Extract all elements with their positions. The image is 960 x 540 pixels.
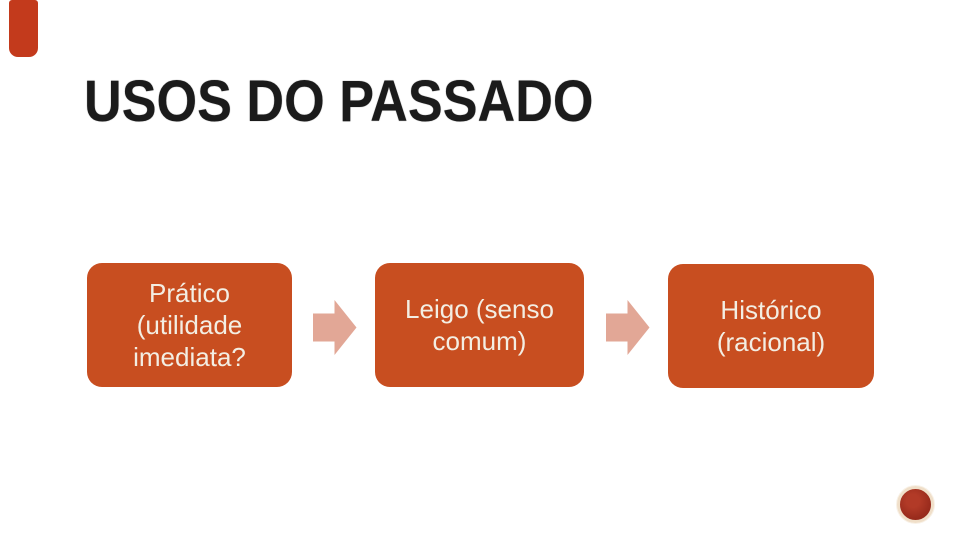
flow-box-label-line: imediata? — [133, 342, 246, 372]
arrow-right-icon — [606, 299, 650, 356]
arrow-right-icon — [313, 299, 357, 356]
badge-circle — [897, 486, 934, 523]
flow-box-leigo: Leigo (senso comum) — [375, 263, 584, 387]
corner-accent-bar — [9, 0, 38, 57]
flow-box-label-line: (racional) — [716, 327, 826, 357]
flow-box-label-line: Leigo (senso — [405, 294, 554, 324]
flow-box-historico: Histórico (racional) — [668, 264, 874, 388]
flow-box-pratico: Prático (utilidade imediata? — [87, 263, 292, 387]
flow-box-label-line: (utilidade — [136, 310, 243, 340]
slide-title: USOS DO PASSADO — [84, 69, 594, 134]
flow-box-label-line: comum) — [432, 326, 527, 356]
flow-box-label-line: Prático — [149, 278, 230, 308]
flow-box-label-line: Histórico — [720, 295, 822, 325]
